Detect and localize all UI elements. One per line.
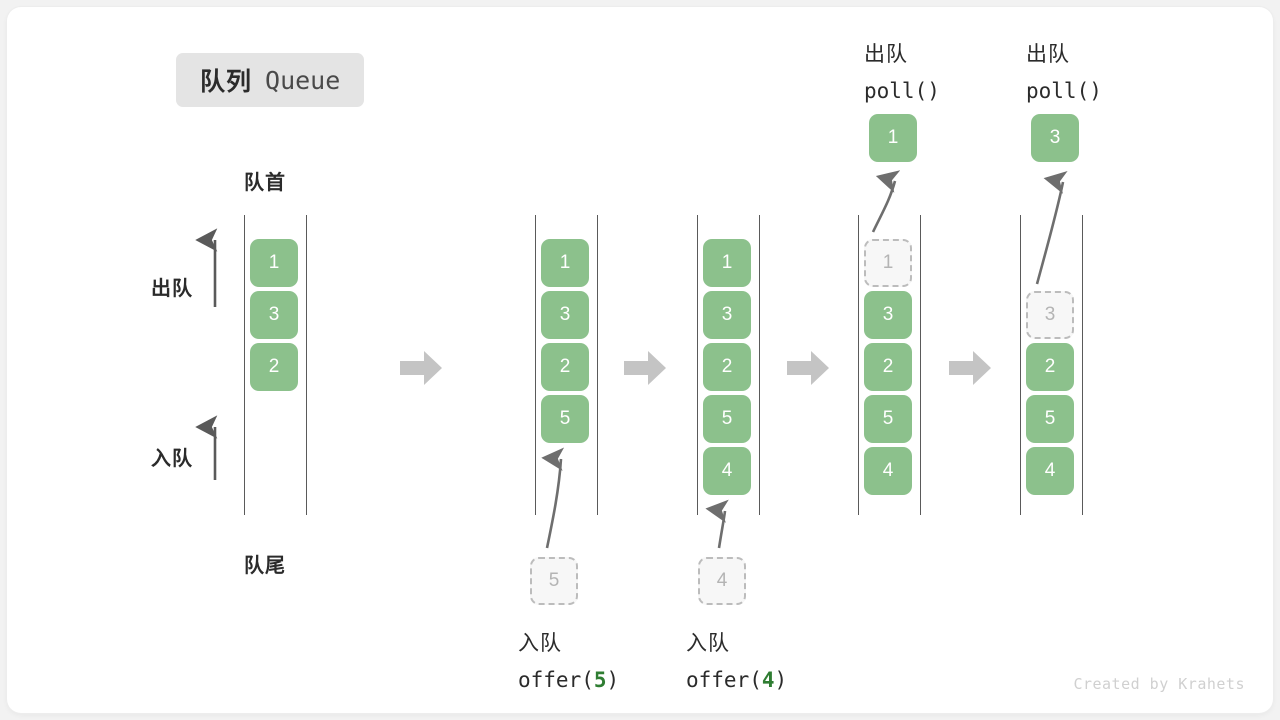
queue-cell: 2 bbox=[864, 343, 912, 391]
queue-cell: 3 bbox=[703, 291, 751, 339]
popped-element: 3 bbox=[1031, 114, 1079, 162]
queue-cell: 3 bbox=[864, 291, 912, 339]
step-arrow-3-icon bbox=[787, 351, 829, 385]
queue-cell: 2 bbox=[1026, 343, 1074, 391]
enqueue-curve-arrow-4-icon bbox=[705, 499, 729, 549]
enqueue-direction-label: 入队 bbox=[151, 448, 193, 470]
queue-cell: 1 bbox=[541, 239, 589, 287]
queue-cell: 2 bbox=[250, 343, 298, 391]
enqueue-curve-arrow-5-icon bbox=[541, 447, 565, 549]
diagram-title-badge: 队列 Queue bbox=[176, 53, 365, 107]
queue-rail-left-step-4 bbox=[858, 215, 859, 515]
queue-rail-right-step-3 bbox=[759, 215, 760, 515]
poll-curve-arrow-1-icon bbox=[871, 170, 901, 233]
step-arrow-2-icon bbox=[624, 351, 666, 385]
queue-cell: 1 bbox=[703, 239, 751, 287]
queue-rail-left-step-3 bbox=[697, 215, 698, 515]
caption-cn: 出队 bbox=[1026, 43, 1070, 66]
queue-cell: 4 bbox=[1026, 447, 1074, 495]
poll-curve-arrow-3-icon bbox=[1035, 170, 1068, 285]
incoming-element-ghost: 4 bbox=[698, 557, 746, 605]
queue-rail-right-step-2 bbox=[597, 215, 598, 515]
queue-cell: 5 bbox=[541, 395, 589, 443]
step-arrow-1-icon bbox=[400, 351, 442, 385]
queue-cell: 2 bbox=[703, 343, 751, 391]
queue-rail-left-step-1 bbox=[244, 215, 245, 515]
popped-element: 1 bbox=[869, 114, 917, 162]
queue-cell: 3 bbox=[250, 291, 298, 339]
queue-rail-left-step-5 bbox=[1020, 215, 1021, 515]
step-caption-offer-4: 入队 offer(4) bbox=[686, 625, 787, 699]
step-arrow-4-icon bbox=[949, 351, 991, 385]
queue-cell: 2 bbox=[541, 343, 589, 391]
step-caption-offer-5: 入队 offer(5) bbox=[518, 625, 619, 699]
queue-cell: 4 bbox=[703, 447, 751, 495]
queue-cell: 5 bbox=[703, 395, 751, 443]
queue-cell: 4 bbox=[864, 447, 912, 495]
queue-cell: 5 bbox=[864, 395, 912, 443]
queue-cell: 1 bbox=[250, 239, 298, 287]
queue-cell-removed: 3 bbox=[1026, 291, 1074, 339]
title-en: Queue bbox=[265, 65, 341, 95]
queue-rail-right-step-4 bbox=[920, 215, 921, 515]
queue-head-label: 队首 bbox=[244, 172, 286, 194]
caption-code: offer(4) bbox=[686, 668, 788, 692]
step-caption-poll-1: 出队 poll() bbox=[864, 36, 940, 110]
caption-code: poll() bbox=[864, 79, 940, 103]
caption-cn: 入队 bbox=[518, 632, 562, 655]
queue-cell-removed: 1 bbox=[864, 239, 912, 287]
caption-code: poll() bbox=[1026, 79, 1102, 103]
queue-tail-label: 队尾 bbox=[244, 555, 286, 577]
caption-cn: 入队 bbox=[686, 632, 730, 655]
queue-rail-right-step-5 bbox=[1082, 215, 1083, 515]
queue-rail-left-step-2 bbox=[535, 215, 536, 515]
incoming-element-ghost: 5 bbox=[530, 557, 578, 605]
queue-cell: 3 bbox=[541, 291, 589, 339]
queue-cell: 5 bbox=[1026, 395, 1074, 443]
caption-cn: 出队 bbox=[864, 43, 908, 66]
watermark: Created by Krahets bbox=[1073, 675, 1245, 693]
caption-code: offer(5) bbox=[518, 668, 620, 692]
title-cn: 队列 bbox=[200, 68, 253, 96]
diagram-card: 队列 Queue 队首 队尾 出队 入队 1 3 2 1 3 2 5 5 入队 … bbox=[7, 7, 1273, 713]
step-caption-poll-3: 出队 poll() bbox=[1026, 36, 1102, 110]
dequeue-direction-label: 出队 bbox=[151, 278, 193, 300]
queue-rail-right-step-1 bbox=[306, 215, 307, 515]
